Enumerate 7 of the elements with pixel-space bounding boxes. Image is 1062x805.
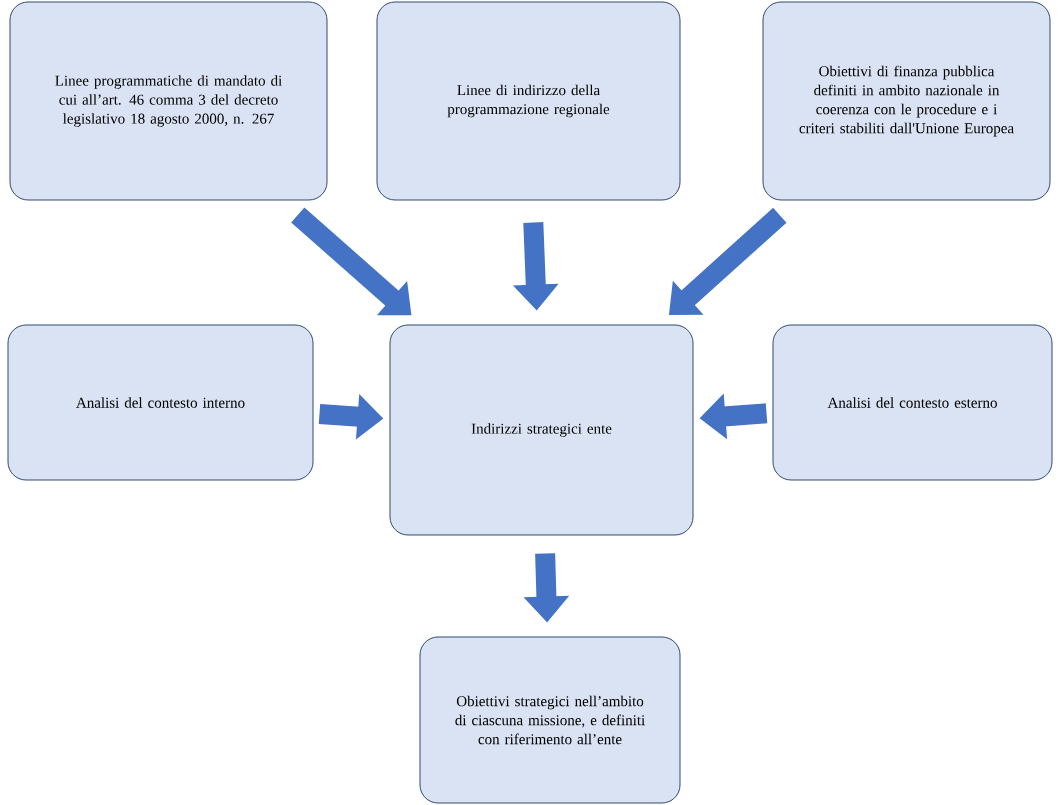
process-box: Analisi del contesto esterno — [772, 324, 1053, 481]
process-box: Obiettivi strategici nell’ambito di ciascuna missione, e definiti con riferimento all’ente — [419, 636, 681, 804]
process-box: Linee programmatiche di mandato di cui all’art. 46 comma 3 del decreto legislativo 18 agosto 2000, n. 267 — [9, 1, 328, 201]
process-box: Obiettivi di finanza pubblica definiti in ambito nazionale in coerenza con le procedure e i criteri stabiliti dall'Unione Europea — [762, 1, 1051, 201]
process-box: Linee di indirizzo della programmazione regionale — [376, 1, 681, 201]
process-box: Indirizzi strategici ente — [389, 324, 694, 536]
process-box: Analisi del contesto interno — [7, 324, 314, 481]
